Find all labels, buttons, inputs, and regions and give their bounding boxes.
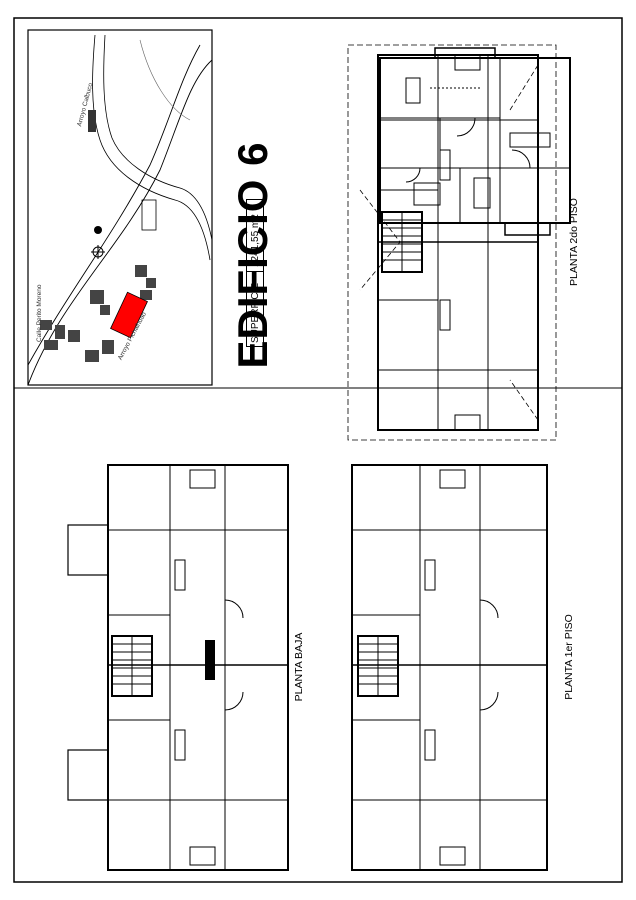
surface-value: 1241,55 m2 xyxy=(246,199,264,271)
site-map xyxy=(27,29,213,386)
plan-second-floor xyxy=(347,44,571,441)
street-label: Calle Perito Moreno xyxy=(36,284,43,342)
surface-box: SUPERFICIE1241,55 m2 xyxy=(246,197,264,347)
plan-first-floor xyxy=(351,464,548,871)
plan-label-second-floor: PLANTA 2do PISO xyxy=(568,198,580,286)
plan-label-ground-floor: PLANTA BAJA xyxy=(293,632,305,702)
plan-ground-floor xyxy=(67,464,289,871)
plan-label-first-floor: PLANTA 1er PISO xyxy=(563,614,575,700)
building-6-highlight xyxy=(110,291,148,339)
surface-label: SUPERFICIE xyxy=(246,271,264,347)
